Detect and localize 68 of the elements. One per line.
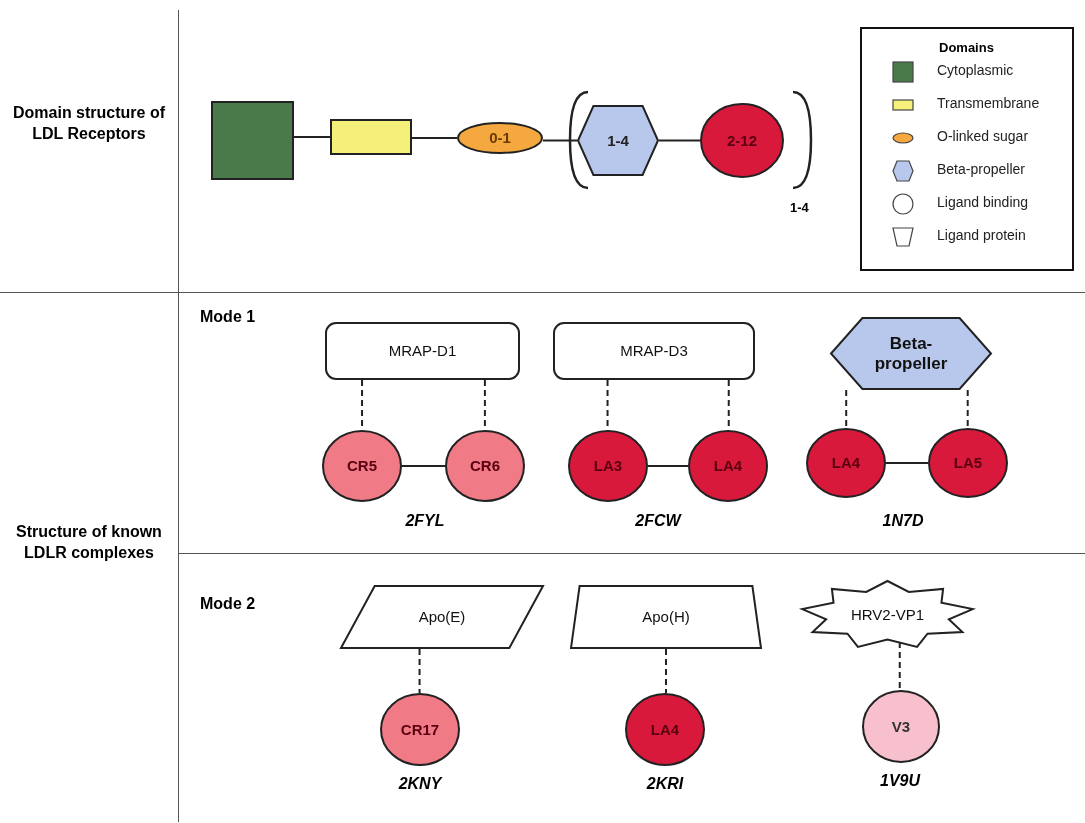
ligand-protein-parallelogram: [340, 585, 544, 649]
dashed-line: [966, 389, 969, 429]
ligand-binding-circle: [322, 430, 402, 502]
mode-heading: Mode 2: [200, 595, 257, 613]
connector-line: [658, 139, 701, 142]
legend-label: O-linked sugar: [937, 128, 1029, 144]
node-label: Apo(E): [418, 608, 466, 626]
legend-label: Ligand protein: [937, 227, 1026, 243]
ligand-binding-circle: [928, 428, 1008, 498]
legend-label: Cytoplasmic: [937, 62, 1014, 78]
legend-label: Ligand binding: [937, 194, 1029, 210]
node-label: 2-12: [727, 131, 757, 150]
dashed-line: [418, 648, 421, 694]
ligand-protein-box: [553, 322, 755, 380]
ligand-protein-box: [325, 322, 520, 380]
mode-heading: Mode 1: [200, 308, 257, 326]
node-label: 1-4: [607, 131, 629, 150]
legend-heading: Domains: [939, 40, 994, 55]
node-label: HRV2-VP1: [850, 606, 925, 624]
legend-label: Transmembrane: [937, 95, 1040, 111]
node-label: CR17: [400, 720, 440, 739]
node-label: MRAP-D3: [620, 342, 688, 360]
cytoplasmic-domain-box: [211, 101, 294, 180]
pdb-code: 1V9U: [879, 772, 922, 790]
connector-line: [647, 465, 689, 467]
node-label: LA4: [713, 457, 743, 475]
pdb-code: 2FCW: [634, 512, 683, 530]
dashed-line: [665, 648, 667, 694]
ligand-binding-circle: [445, 430, 525, 502]
node-label: CR6: [470, 457, 500, 475]
node-label: V3: [891, 717, 911, 736]
transmembrane-domain-box: [330, 119, 412, 155]
connector-line: [401, 465, 446, 467]
ligand-protein-star: [800, 580, 975, 650]
ligand-binding-circle: [862, 690, 940, 763]
dashed-line: [898, 641, 901, 691]
node-label: LA4: [650, 720, 680, 739]
pdb-code: 2FYL: [404, 512, 446, 530]
ligand-binding-circle: [700, 103, 784, 178]
propeller-hexagon: [830, 317, 992, 390]
repeat-count: 1-4: [790, 200, 810, 215]
pdb-code: 2KRI: [645, 775, 685, 793]
node-label: LA3: [593, 457, 623, 475]
ligand-binding-circle: [688, 430, 768, 502]
legend-label: Beta-propeller: [937, 161, 1025, 177]
ligand-binding-circle: [625, 693, 705, 766]
node-label: CR5: [347, 457, 377, 475]
node-label: LA5: [953, 454, 983, 472]
connector-line: [885, 462, 929, 464]
node-label: Beta-propeller: [873, 333, 949, 374]
node-label: LA4: [831, 454, 861, 472]
connector-line: [293, 136, 331, 138]
pdb-code: 2KNY: [397, 775, 444, 793]
pdb-code: 1N7D: [881, 512, 925, 530]
sugar-domain-ellipse: [457, 122, 543, 154]
row-heading: Domain structure of LDL Receptors: [12, 103, 166, 144]
ligand-protein-trapezoid: [570, 585, 762, 649]
ligand-binding-circle: [380, 693, 460, 766]
ligand-binding-circle: [568, 430, 648, 502]
row-heading: Structure of known LDLR complexes: [15, 522, 163, 563]
dashed-line: [845, 389, 848, 429]
node-label: Apo(H): [642, 608, 690, 626]
node-label: 0-1: [489, 129, 511, 147]
ligand-binding-circle: [806, 428, 886, 498]
node-label: MRAP-D1: [388, 342, 457, 360]
propeller-hexagon: [577, 105, 659, 176]
connector-line: [411, 137, 458, 139]
connector-line: [542, 139, 578, 142]
